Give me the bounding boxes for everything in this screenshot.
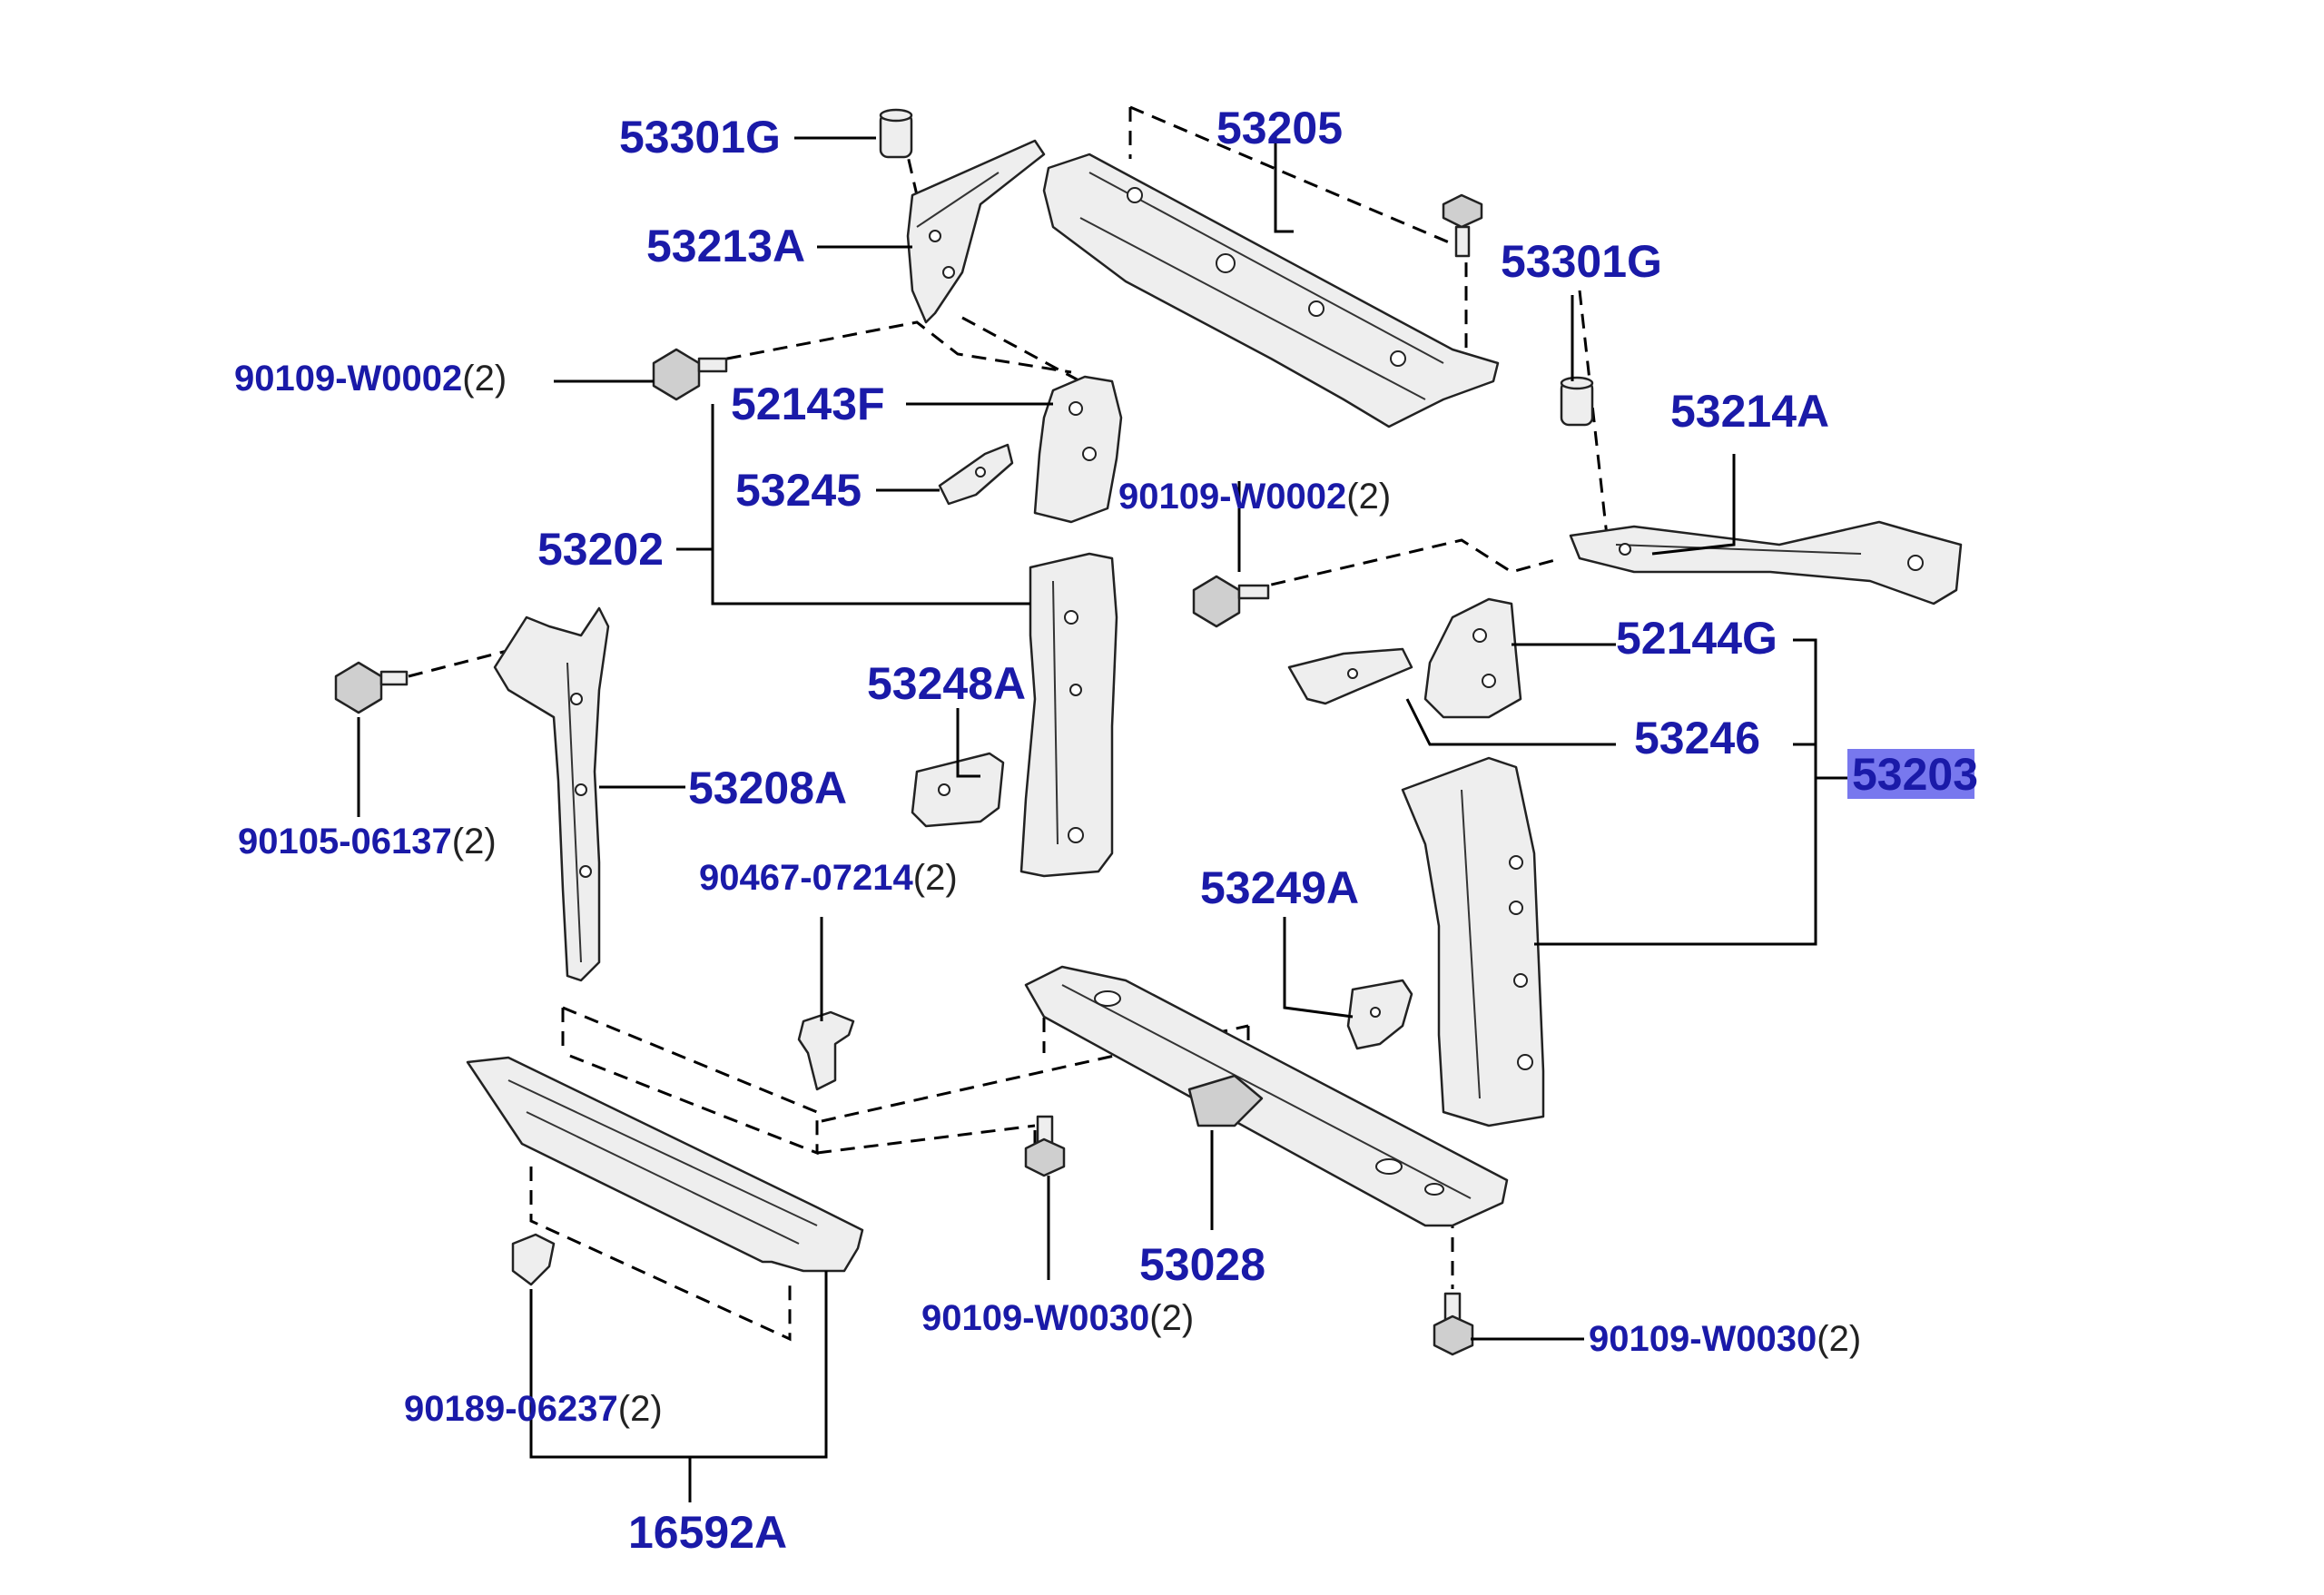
bracket-52144g [1423, 597, 1522, 719]
label-53214a: 53214A [1670, 386, 1829, 437]
part-number: 90109-W0030 [1589, 1319, 1817, 1359]
label-53208a: 53208A [688, 763, 847, 813]
clip-90467-07214 [797, 1010, 855, 1091]
clip-90189-06237 [511, 1233, 556, 1286]
label-53203: 53203 [1852, 749, 1978, 800]
part-number: 90467-07214 [699, 858, 914, 898]
bracket-53248a [911, 752, 1005, 828]
label-53213a: 53213A [646, 221, 805, 271]
part-quantity: (2) [913, 858, 958, 898]
label-53301g-top: 53301G [619, 112, 781, 162]
part-quantity: (2) [618, 1389, 663, 1429]
bracket-53213a [906, 139, 1046, 324]
label-53245: 53245 [735, 465, 862, 516]
label-90109-w0002-left: 90109-W0002(2) [234, 359, 507, 399]
label-53248a: 53248A [867, 658, 1026, 709]
bolt-90105-06137 [334, 661, 409, 714]
part-quantity: (2) [1817, 1319, 1861, 1359]
label-53028: 53028 [1139, 1239, 1265, 1290]
part-quantity: (2) [452, 822, 497, 861]
part-number: 90189-06237 [404, 1389, 618, 1429]
support-53203 [1401, 756, 1545, 1127]
upper-support-53205 [1042, 153, 1500, 428]
label-90189-06237: 90189-06237(2) [404, 1389, 663, 1429]
bolt-right-top [1442, 193, 1483, 258]
label-90467-07214: 90467-07214(2) [699, 858, 958, 898]
label-52144g: 52144G [1616, 613, 1777, 664]
label-53246: 53246 [1634, 713, 1760, 763]
bolt-90109-w0002-left [652, 348, 728, 401]
bolt-90109-w0030-mid [1024, 1115, 1066, 1177]
bracket-52143f [1033, 375, 1123, 524]
part-quantity: (2) [1346, 477, 1391, 517]
label-90105-06137: 90105-06137(2) [238, 822, 497, 861]
bump-stop-53301g-top [879, 108, 913, 159]
label-53205: 53205 [1216, 103, 1343, 153]
crossmember-53028 [1024, 965, 1509, 1227]
bolt-90109-w0030-right [1433, 1292, 1474, 1356]
support-53202 [1019, 552, 1118, 878]
part-quantity: (2) [462, 359, 507, 399]
label-53249a: 53249A [1200, 862, 1359, 913]
label-90109-w0002-mid: 90109-W0002(2) [1118, 477, 1391, 517]
label-53301g-right: 53301G [1501, 236, 1662, 287]
label-90109-w0030-right: 90109-W0030(2) [1589, 1319, 1861, 1359]
label-52143f: 52143F [731, 379, 885, 429]
part-labels: 53301G 53213A 90109-W0002(2) 52143F 5324… [234, 103, 1978, 1558]
part-number: 90105-06137 [238, 822, 452, 861]
part-number: 90109-W0002 [234, 359, 462, 399]
bracket-53245 [938, 443, 1014, 506]
bolt-90109-w0002-mid [1192, 575, 1270, 628]
label-53202: 53202 [537, 524, 664, 575]
bump-stop-53301g-right [1560, 376, 1594, 427]
bracket-53249a [1346, 979, 1413, 1050]
brace-53208a [493, 606, 610, 982]
label-90109-w0030-mid: 90109-W0030(2) [921, 1298, 1194, 1338]
highlight-53203 [1847, 749, 1974, 799]
leader-lines [357, 136, 1847, 1502]
part-quantity: (2) [1149, 1298, 1194, 1338]
label-16592a: 16592A [628, 1507, 787, 1558]
air-guide-16592a [466, 1056, 864, 1273]
dashed-guide-lines [408, 105, 1609, 1342]
part-number: 90109-W0030 [921, 1298, 1149, 1338]
bracket-53246 [1287, 647, 1413, 705]
bracket-53214a [1569, 520, 1963, 606]
part-number: 90109-W0002 [1118, 477, 1346, 517]
